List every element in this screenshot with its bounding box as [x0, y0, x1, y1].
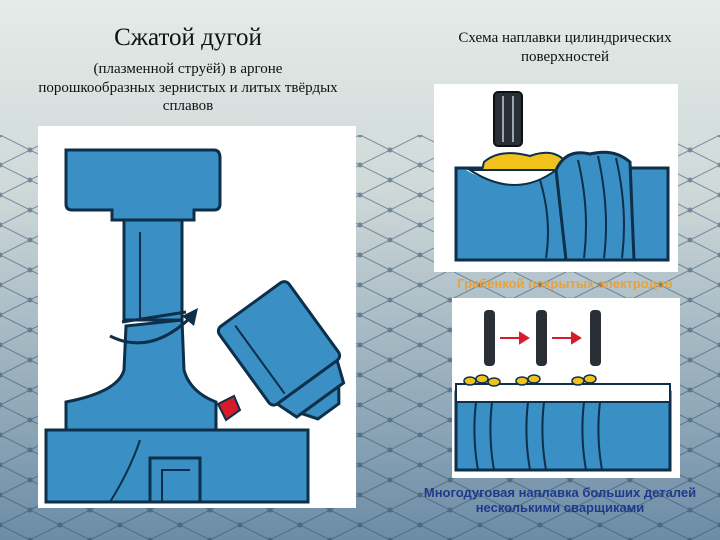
plasma-device-diagram: [38, 126, 356, 508]
cylindrical-surfacing-diagram: [434, 84, 678, 272]
caption-comb-electrodes: Гребёнкой покрытых электродов: [457, 276, 673, 291]
right-title: Схема наплавки цилиндрических поверхност…: [458, 30, 672, 65]
left-subtitle: (плазменной струёй) в аргоне порошкообра…: [38, 61, 338, 114]
left-title: Сжатой дугой: [114, 24, 262, 51]
caption-multi-arc: Многодуговая наплавка больших деталей не…: [423, 485, 697, 515]
multi-arc-surfacing-diagram: [452, 298, 680, 478]
